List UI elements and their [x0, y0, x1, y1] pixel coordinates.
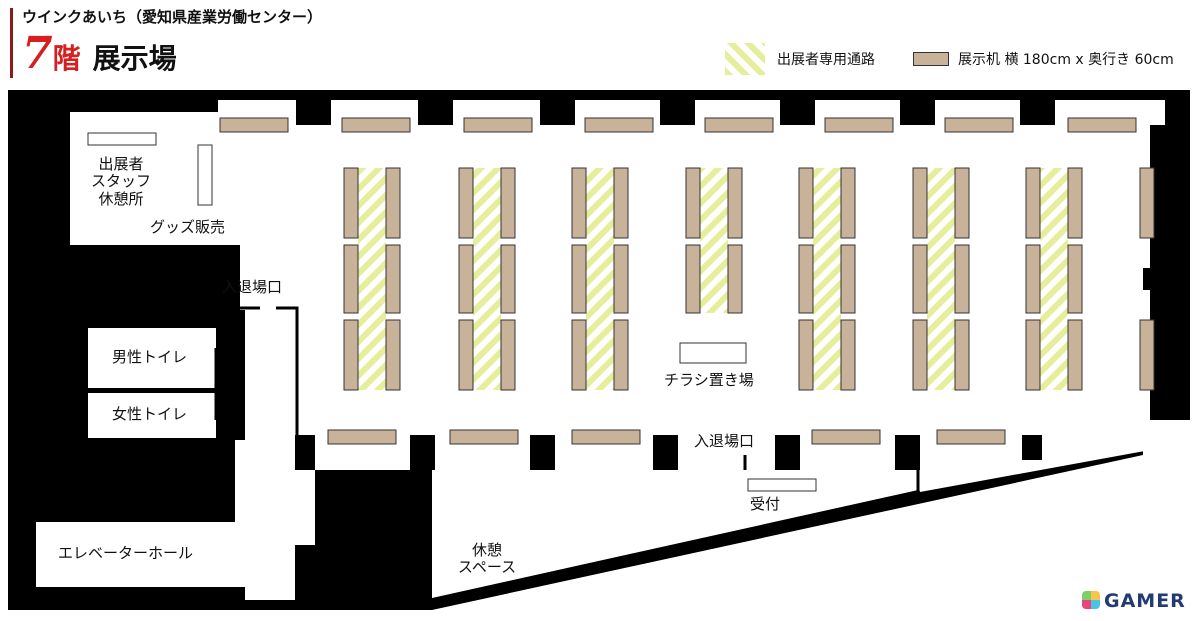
partition-lines: [214, 306, 920, 495]
womens-toilet-room: [88, 393, 216, 438]
elevator-corridor: [245, 300, 315, 598]
white-tables: [87, 132, 817, 492]
logo-mark-icon: [1082, 591, 1100, 609]
legend-aisle-label: 出展者専用通路: [777, 52, 875, 68]
lower-corridor: [295, 425, 1143, 598]
booth-tables: [219, 117, 1155, 445]
legend-table-label: 展示机 横 180cm x 奥行き 60cm: [958, 52, 1174, 68]
floor-name: 展示場: [92, 42, 177, 75]
header-accent-bar: [10, 8, 13, 78]
area-elevator-hall: エレベーターホール: [58, 544, 194, 562]
area-goods-sales: グッズ販売: [150, 218, 226, 236]
floor-suffix: 階: [52, 42, 81, 75]
top-pillars: [296, 100, 1055, 125]
elevator-hall-room: [36, 522, 246, 587]
brand-logo: GAMER: [1082, 590, 1186, 612]
area-mens-toilet: 男性トイレ: [112, 348, 188, 366]
bottom-pillars: [295, 268, 1183, 470]
rest-space-block: [295, 550, 432, 598]
area-entrance-left: 入退場口: [222, 278, 283, 296]
mens-toilet-room: [88, 328, 216, 388]
area-staff-rest: 出展者スタッフ休憩所: [90, 155, 151, 208]
floor-title: 7階展示場: [22, 28, 177, 79]
area-flyer: チラシ置き場: [664, 371, 754, 389]
floor-number: 7: [22, 28, 53, 79]
area-rest-space: 休憩スペース: [457, 541, 517, 577]
logo-text: GAMER: [1104, 590, 1186, 612]
area-entrance-bottom: 入退場口: [694, 432, 755, 450]
area-reception: 受付: [750, 495, 781, 513]
area-womens-toilet: 女性トイレ: [112, 405, 188, 423]
legend-aisle-swatch: [725, 43, 765, 75]
venue-title: ウインクあいち（愛知県産業労働センター）: [22, 8, 323, 26]
legend-table-swatch: [913, 52, 949, 66]
aisles: [358, 168, 1068, 390]
